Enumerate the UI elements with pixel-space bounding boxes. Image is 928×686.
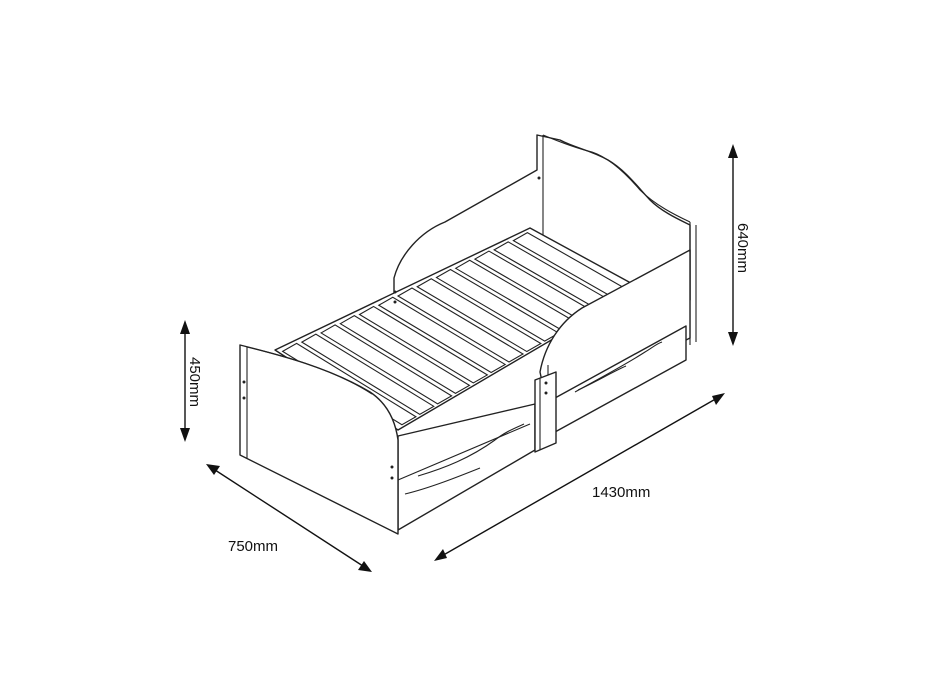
- slat: [416, 278, 542, 353]
- dimension-width: 750mm: [206, 464, 372, 572]
- dimension-label-1430: 1430mm: [592, 484, 650, 501]
- slat: [319, 324, 453, 405]
- slat: [377, 296, 507, 374]
- drawer-left: [397, 403, 536, 531]
- dimension-height-headboard: 640mm: [728, 144, 751, 346]
- dimension-height-footboard: 450mm: [180, 320, 203, 442]
- slat: [396, 287, 525, 363]
- slat: [339, 315, 471, 395]
- center-post: [534, 371, 557, 453]
- dimension-label-640: 640mm: [734, 223, 751, 273]
- slat: [358, 305, 489, 384]
- slat: [300, 333, 435, 415]
- footboard: [239, 290, 399, 535]
- dimension-label-450: 450mm: [186, 357, 203, 407]
- dimension-length: 1430mm: [434, 393, 725, 561]
- dimension-label-750: 750mm: [228, 538, 278, 555]
